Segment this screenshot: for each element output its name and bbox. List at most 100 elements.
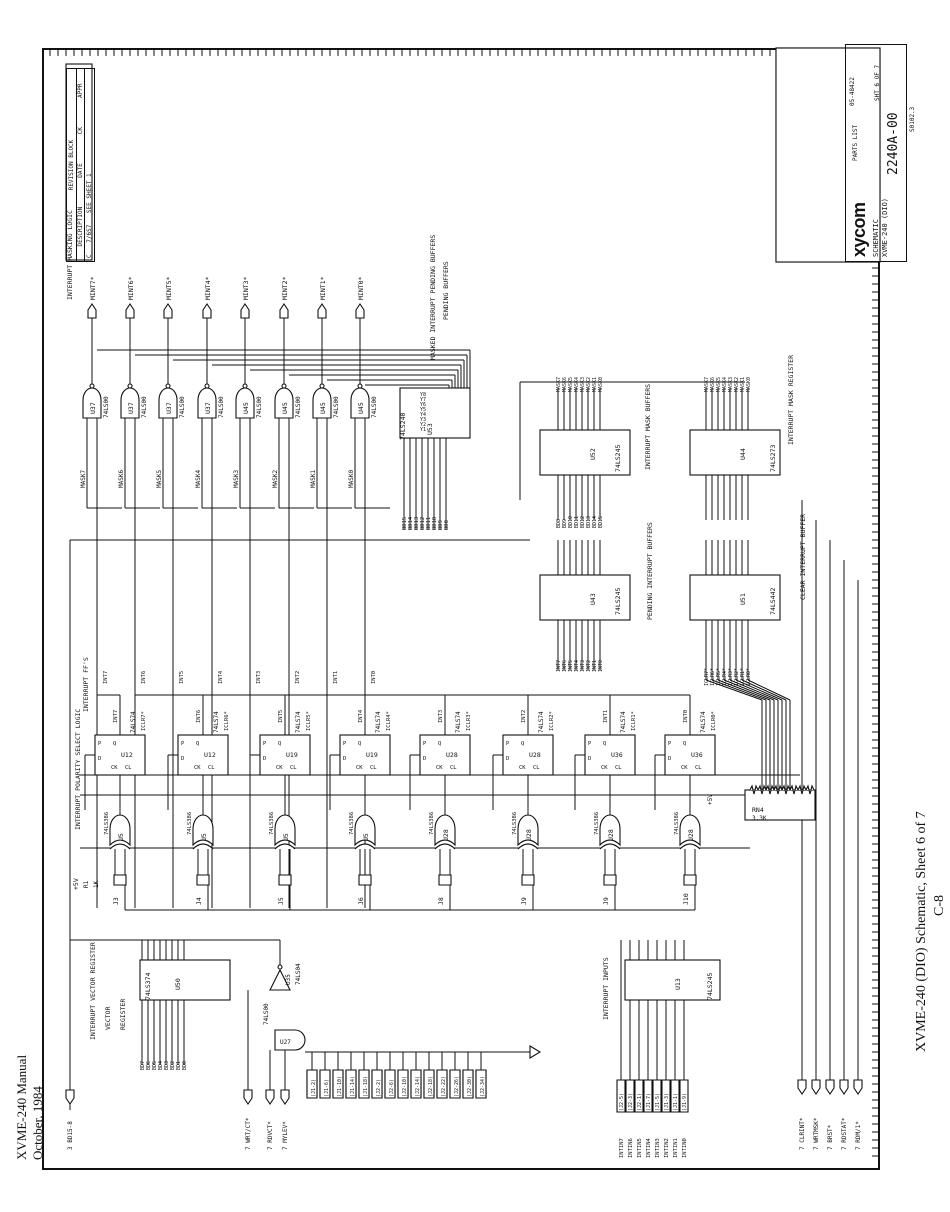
mint-connector	[87, 303, 97, 319]
mint-output-label: MINT1*	[319, 276, 327, 300]
input-conn-label: (J1-5)	[655, 1093, 661, 1111]
ff-q-label: INT3	[438, 710, 444, 723]
ground-pin-label: (J1-10)	[337, 1076, 343, 1097]
vcc-label: +5V	[72, 878, 80, 890]
ground-pin-label: (J2-34)	[480, 1076, 486, 1097]
ff-pin: P	[423, 741, 427, 747]
u43-int-label: INT7	[556, 660, 562, 672]
ground-pin-label: (J1-18)	[363, 1076, 369, 1097]
chip-u51-part: 74LS442	[769, 588, 777, 615]
u44-mask-label: MASK4	[722, 377, 728, 392]
drawing-code: S0102.3	[909, 106, 916, 132]
drawing-number: 2240A-00	[886, 112, 901, 175]
chip-u53-ref: U53	[426, 423, 434, 435]
nand-bubble	[204, 383, 210, 389]
mint-connector	[163, 303, 173, 319]
ff-ref: U19	[286, 751, 298, 759]
u44-mask-label: MASK1	[740, 377, 746, 392]
r1-label: R1	[83, 880, 90, 888]
ff-pin: CL	[125, 765, 132, 771]
mint-connector	[279, 303, 289, 319]
left-signal-connector	[65, 1089, 75, 1105]
nand-bubble	[357, 383, 363, 389]
nand-mask-label: MASK0	[348, 470, 355, 488]
mint-connector	[240, 303, 250, 319]
chip-u51-ref: U51	[739, 593, 747, 605]
bd-bus-label: BD13	[414, 517, 420, 530]
ff-pin: CK	[356, 765, 363, 771]
xor-curve	[192, 843, 214, 850]
title-block: xycom SCHEMATIC XVME-240 (DIO) 2240A-00 …	[845, 44, 916, 262]
xor-ref: U5	[200, 833, 208, 841]
int-bus-label: INT5	[179, 671, 185, 684]
ground-pin-box	[358, 1069, 370, 1099]
u53-pin: Y1	[420, 427, 426, 433]
ff-ref: U36	[691, 751, 703, 759]
left-signal-label: 7 MYLEV*	[282, 1121, 289, 1150]
ground-pin-label: (J1-6)	[324, 1079, 330, 1097]
xor-gate	[192, 814, 214, 847]
chip-u50-ref: U50	[174, 978, 182, 990]
jumper	[113, 874, 127, 886]
bd-bus-label: BD9	[438, 520, 444, 530]
mask-bus-label: MASK3	[580, 377, 586, 392]
nand-ref: U45	[357, 402, 365, 414]
bottom-signal-connector	[825, 1079, 835, 1095]
jumper	[603, 874, 617, 886]
ground-pin-box	[410, 1069, 422, 1099]
ff-clr-label: ICLR2*	[549, 711, 555, 731]
xor-gate	[517, 814, 539, 847]
nand-part: 74LS00	[218, 396, 225, 418]
u43-int-label: INT0	[598, 660, 604, 672]
input-conn-box	[625, 1079, 635, 1113]
chip-u13	[624, 959, 721, 1001]
bd-bus-label: BD10	[432, 517, 438, 530]
ffs-section-label: INTERRUPT FF'S	[82, 657, 90, 712]
ff-pin: CL	[208, 765, 215, 771]
nand-part: 74LS00	[333, 396, 340, 418]
masked-buffers-label-2: PENDING BUFFERS	[442, 261, 450, 320]
nand-ref: U37	[165, 402, 173, 414]
ground-pin-box	[462, 1069, 474, 1099]
flipflop-4	[419, 734, 471, 776]
ground-pin-box	[319, 1069, 331, 1099]
nand-part: 74LS00	[256, 396, 263, 418]
title-line-2: XVME-240 (DIO)	[881, 197, 889, 257]
company-logo: xycom	[849, 202, 869, 257]
nand-mask-label: MASK3	[233, 470, 240, 488]
u44-mask-label: MASK0	[746, 377, 752, 392]
xor-part: 74LS386	[674, 812, 680, 835]
u44-mask-label: MASK2	[734, 377, 740, 392]
ff-ref: U12	[204, 751, 216, 759]
ff-q-label: INT5	[278, 710, 284, 723]
ff-clr-label: ICLR4*	[386, 711, 392, 731]
jumper-label: J4	[195, 897, 203, 905]
nand-mask-label: MASK2	[272, 470, 279, 488]
ff-pin: CK	[276, 765, 283, 771]
u50-bd-label: BD3	[164, 1061, 170, 1070]
int-bus-label: INT6	[141, 671, 147, 684]
ff-clr-label: ICLR1*	[631, 711, 637, 731]
rev-eco: 7/6S7	[86, 224, 93, 243]
ground-pin-box	[449, 1069, 461, 1099]
ground-pin-label: (J2-26)	[454, 1076, 460, 1097]
nand-bubble	[242, 383, 248, 389]
inverter-u35	[269, 968, 291, 991]
chip-u43	[539, 574, 631, 621]
nand-ref: U45	[319, 402, 327, 414]
ground-pin-label: (J2-14)	[415, 1076, 421, 1097]
bottom-signal-label: 7 BRST*	[827, 1124, 834, 1150]
ff-pin: P	[506, 741, 510, 747]
u53-pin: Y5	[420, 407, 426, 413]
vector-section-label: INTERRUPT VECTOR REGISTER	[89, 942, 97, 1040]
xor-ref: U28	[525, 829, 533, 841]
ff-pin: D	[98, 756, 101, 762]
mask-bus-label: MASK0	[598, 377, 604, 392]
mask-register-label: INTERRUPT MASK REGISTER	[787, 355, 795, 445]
ff-ref: U36	[611, 751, 623, 759]
left-signal-connector	[265, 1089, 275, 1105]
flipflop-5	[502, 734, 554, 776]
chip-u52	[539, 429, 631, 476]
u27-part: 74LS00	[263, 1003, 270, 1025]
input-label: INTIN1	[673, 1138, 679, 1158]
